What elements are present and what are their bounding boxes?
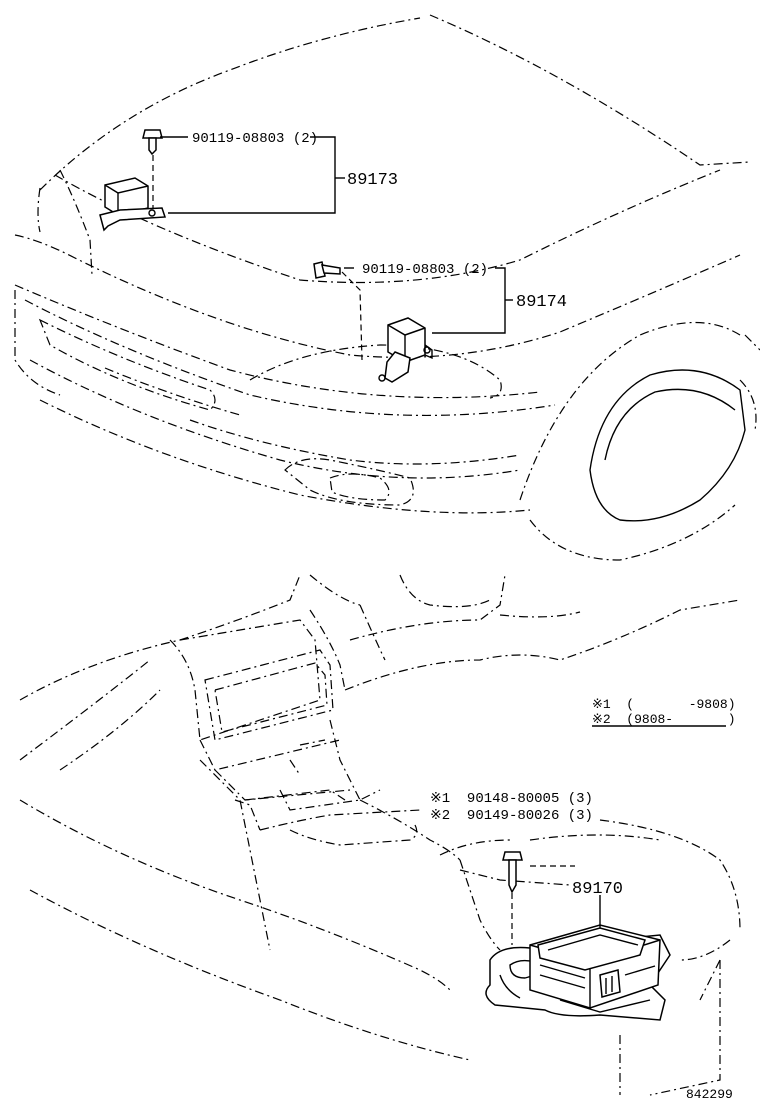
figure-id: 842299 <box>686 1087 733 1102</box>
bolt-label-front-2: 90119-08803 (2) <box>362 262 488 278</box>
callout-leaders-upper <box>160 136 513 334</box>
part-label-89174: 89174 <box>516 293 567 312</box>
legend-note-1: ※1 ( -9808) <box>592 697 736 712</box>
part-label-89173: 89173 <box>347 171 398 190</box>
airbag-sensor-89170 <box>485 924 671 1021</box>
console-bolt <box>502 851 523 945</box>
legend-note-2: ※2 (9808- ) <box>592 712 736 727</box>
car-front-outline <box>14 14 760 561</box>
sensor-89174 <box>313 261 433 383</box>
callout-leaders-lower <box>530 725 726 928</box>
sensor-89173 <box>99 129 167 232</box>
bolt-label-front-1: 90119-08803 (2) <box>192 131 318 147</box>
bolt-label-console-1: ※1 90148-80005 (3) <box>430 791 593 807</box>
bolt-label-console-2: ※2 90149-80026 (3) <box>430 808 593 824</box>
console-outline <box>19 574 741 1096</box>
part-label-89170: 89170 <box>572 880 623 899</box>
